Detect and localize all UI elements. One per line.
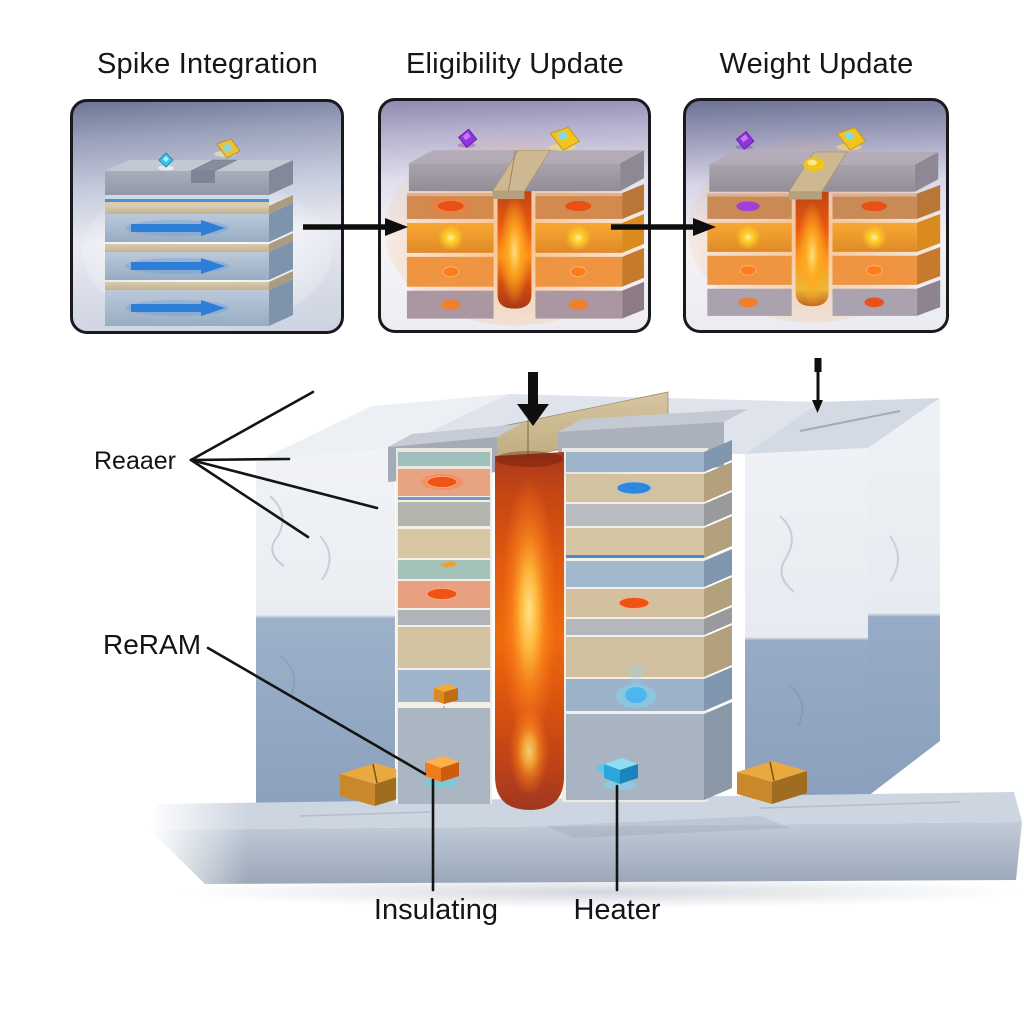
flow-arrow-2-icon [611,218,716,236]
reram-label: ReRAM [103,629,202,660]
right-memory-stack [566,440,732,800]
right-contact-box-icon [737,761,807,804]
weight-left-stack [707,193,792,316]
flow-arrow-1-icon [303,218,408,236]
blue-droplet-icon [616,666,656,708]
weight-right-stack [832,184,941,316]
hot-filament-pillar [795,191,829,309]
spike-integration-illustration [82,138,332,327]
hot-filament-pillar [497,191,532,309]
eligibility-top-electrode [408,149,645,200]
cyan-spike-gem-icon [158,152,174,171]
reram-filament-pillar [495,451,564,810]
heater-label: Heater [573,894,661,926]
weight-update-illustration [687,127,941,323]
gold-spike-gem-icon [214,138,241,159]
left-memory-stack [398,452,490,804]
layer-fan-label: Reaaer [94,447,176,475]
panel-title-weight-update: Weight Update [719,48,914,80]
panel-title-spike-integration: Spike Integration [96,48,319,80]
heater-plug-icon [596,758,638,790]
leader-lines [189,390,619,892]
eligibility-right-stack [535,184,645,319]
insulator-plug-icon [424,756,459,788]
spike-layer-tier-2 [105,233,293,280]
purple-gem-icon [735,130,755,150]
spike-layer-tier-1 [105,195,293,242]
right-encapsulation-block [745,398,940,798]
panel-weight-update [683,98,949,333]
down-arrow-thin-icon [812,358,823,413]
spike-strata [105,195,269,199]
eligibility-update-illustration [384,126,645,326]
purple-gem-icon [457,128,478,148]
panel-eligibility-update [378,98,651,333]
down-arrow-bold-icon [517,372,549,426]
gold-gem-icon [549,126,581,151]
weight-top-electrode [709,151,939,200]
gold-gem-icon [836,127,867,151]
panel-title-eligibility-update: Eligibility Update [406,48,624,80]
left-encapsulation-block [256,394,508,803]
eligibility-left-stack [406,193,494,319]
spike-top-electrode [105,159,293,195]
insulating-label: Insulating [373,894,499,926]
main-device-cutaway-illustration [148,358,1022,908]
panel-spike-integration [70,99,344,334]
spike-layer-tier-3 [105,271,293,326]
base-platform [148,792,1022,908]
